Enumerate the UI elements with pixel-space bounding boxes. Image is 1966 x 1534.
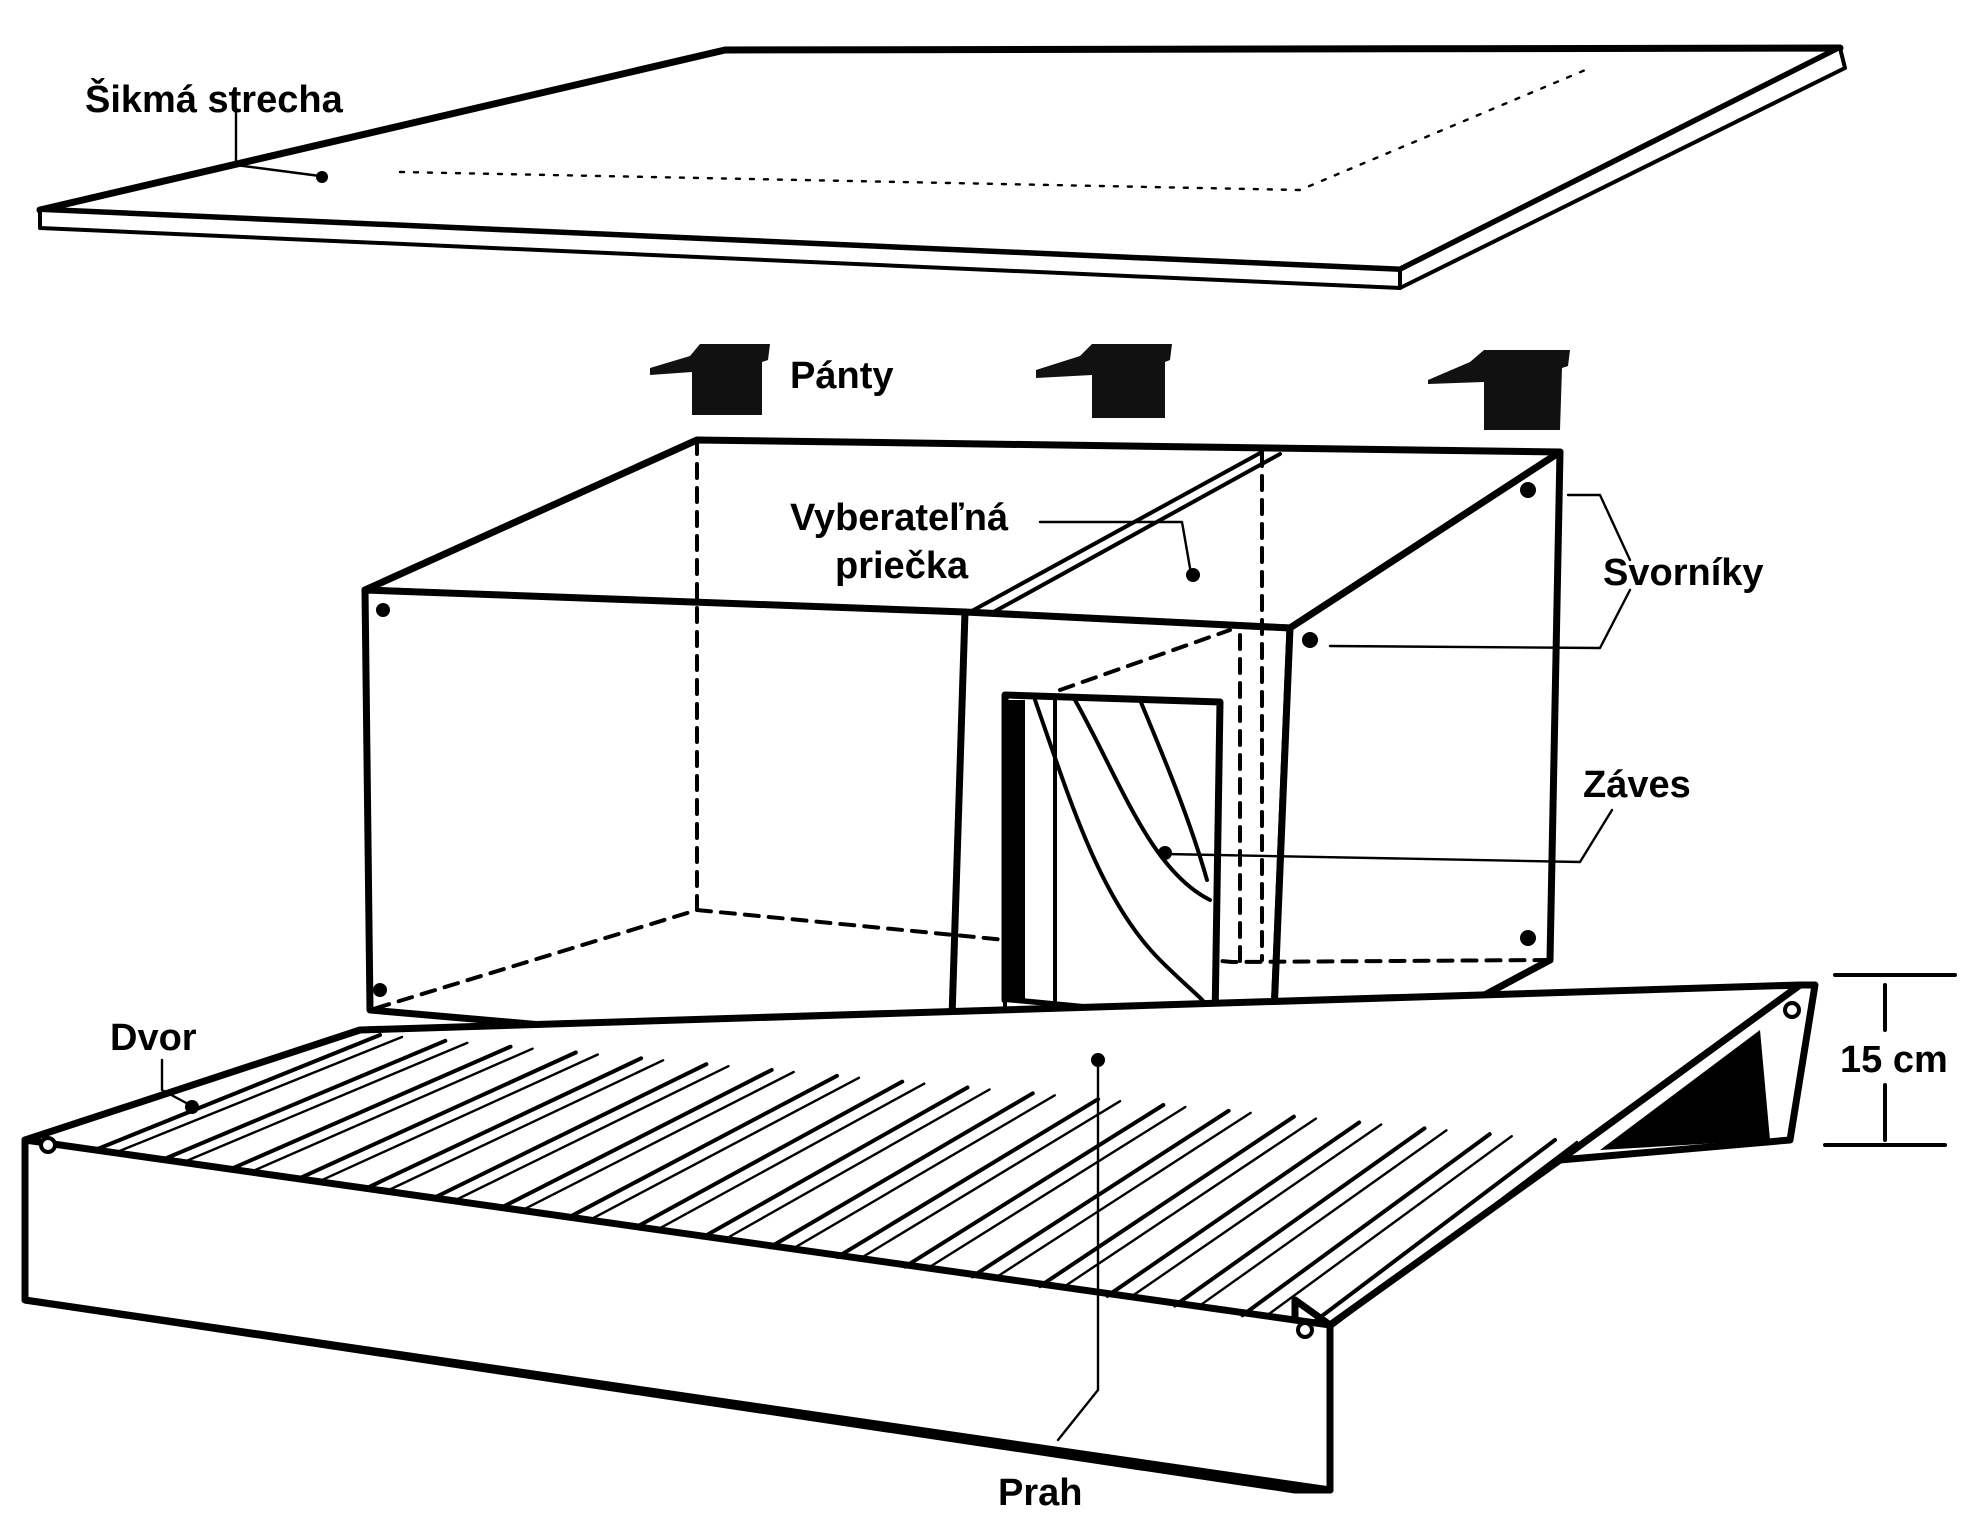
yard-slat-edge [1195,1129,1448,1309]
bolt [1302,632,1318,648]
yard-slat [970,1108,1231,1279]
yard-slat-edge [858,1099,1122,1261]
yard-slat-edge [520,1070,795,1212]
yard-slat [903,1103,1166,1269]
yard-slat [700,1085,970,1240]
roof-hidden-edge [398,66,1592,192]
yard-slat-edge [925,1105,1187,1270]
yard-slat-edge [115,1035,404,1154]
yard-slat [1038,1114,1296,1289]
yard-slat-edge [250,1047,534,1173]
leader-lines [160,108,1632,1442]
yard-slat-edge [655,1082,926,1231]
bolt [376,603,390,617]
hinge-3 [1428,350,1570,430]
yard-slat [835,1097,1101,1259]
yard-slat [1173,1126,1427,1308]
yard-slat-edge [1060,1117,1318,1290]
yard-slat [228,1044,513,1172]
height-dimension: 15 cm [1823,973,1957,1147]
yard-slat-edge [723,1088,991,1241]
yard-slat-edge [1128,1123,1383,1300]
yard-slat-edge [1330,1140,1579,1329]
bolt [1520,930,1536,946]
hinge-1 [650,344,770,415]
bolt [373,983,387,997]
yard-slat-edge [318,1053,600,1183]
yard-slat [1105,1120,1362,1298]
bolt [1520,482,1536,498]
hinge-2 [1036,344,1172,418]
label-yard: Dvor [110,1017,197,1059]
yard-slat-edge [1263,1134,1513,1319]
yard-platform [21,981,1819,1494]
roof-panel [36,44,1847,290]
label-bolts: Svorníky [1603,552,1764,594]
curtain-edge-2 [1073,698,1212,902]
door-opening [1001,691,1224,1024]
yard-slat-edge [385,1059,665,1193]
yard-slat [363,1056,644,1191]
label-partition-line2: priečka [835,545,969,587]
label-curtain: Záves [1583,764,1691,806]
yard-slat [1240,1132,1492,1318]
yard-slat-edge [993,1111,1252,1280]
yard-slat [768,1091,1035,1250]
label-partition-line1: Vyberateľná [790,497,1009,539]
partition-top-edge [968,450,1264,614]
yard-slat-edge [588,1076,861,1222]
yard-slat-edge [183,1041,469,1163]
yard-slat [1308,1138,1557,1327]
label-hinges: Pánty [790,355,893,397]
yard-slat [498,1068,774,1211]
yard-slat [633,1079,905,1230]
label-threshold: Prah [998,1472,1082,1514]
yard-slat-edge [453,1064,730,1202]
dimension-label: 15 cm [1840,1039,1948,1081]
yard-slat-edge [790,1094,1056,1251]
curtain-edge-1 [1033,698,1212,1012]
yard-slat [93,1033,382,1152]
yard-slat [295,1050,578,1182]
yard-slat [430,1062,709,1201]
yard-slat [160,1038,448,1162]
yard-slats [93,1033,1579,1329]
label-roof: Šikmá strecha [85,76,344,121]
curtain-edge-3 [1138,698,1209,882]
yard-slat [565,1073,839,1221]
